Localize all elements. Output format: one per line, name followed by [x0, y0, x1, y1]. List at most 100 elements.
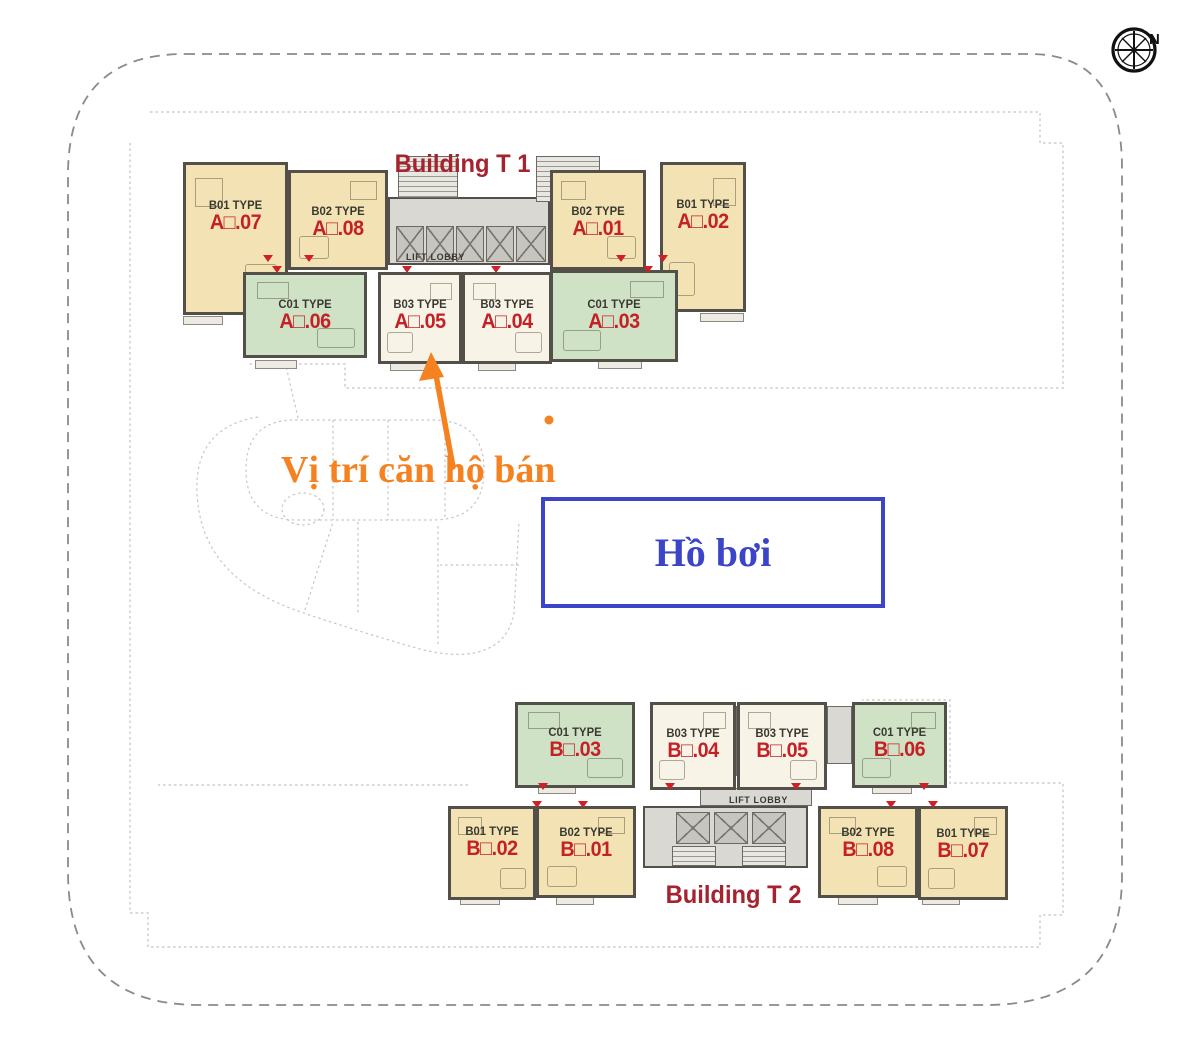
- pool-area-box: Hồ bơi: [541, 497, 885, 608]
- compass-north-label: N: [1149, 31, 1160, 48]
- entrance-marker-icon: [791, 783, 801, 790]
- unit-type-label: B03 TYPE: [480, 297, 534, 312]
- balcony-strip: [255, 360, 297, 369]
- furniture-outline: [973, 816, 998, 835]
- furniture-outline: [317, 328, 355, 348]
- furniture-outline: [586, 758, 623, 778]
- entrance-marker-icon: [304, 255, 314, 262]
- furniture-outline: [829, 816, 856, 835]
- furniture-outline: [194, 178, 223, 207]
- entrance-marker-icon: [491, 266, 501, 273]
- furniture-outline: [747, 712, 772, 730]
- furniture-outline: [350, 181, 377, 201]
- entrance-marker-icon: [643, 266, 653, 273]
- furniture-outline: [630, 280, 665, 299]
- unit-code-label: B□.08: [842, 838, 894, 862]
- unit-type-label: B03 TYPE: [393, 297, 447, 312]
- entrance-marker-icon: [402, 266, 412, 273]
- furniture-outline: [561, 181, 587, 201]
- furniture-outline: [458, 816, 482, 835]
- furniture-outline: [546, 866, 577, 888]
- pool-label: Hồ bơi: [654, 530, 772, 575]
- unit-code-label: B□.02: [466, 837, 518, 861]
- entrance-marker-icon: [272, 266, 282, 273]
- furniture-outline: [256, 282, 290, 299]
- elevator-shaft-icon: [516, 226, 546, 262]
- furniture-outline: [862, 758, 891, 778]
- unit-code-label: A□.07: [209, 211, 262, 235]
- elevator-shaft-icon: [676, 812, 710, 844]
- unit-code-label: A□.05: [394, 310, 446, 334]
- entrance-marker-icon: [665, 783, 675, 790]
- balcony-strip: [556, 897, 594, 905]
- furniture-outline: [528, 712, 560, 729]
- entrance-marker-icon: [616, 255, 626, 262]
- unit-type-label: C01 TYPE: [587, 297, 641, 312]
- balcony-strip: [390, 363, 428, 371]
- furniture-outline: [790, 759, 818, 780]
- staircase-icon: [742, 846, 786, 866]
- entrance-marker-icon: [919, 783, 929, 790]
- elevator-shaft-icon: [486, 226, 514, 262]
- corridor-connector-2: [827, 706, 852, 764]
- unit-code-label: A□.03: [588, 310, 640, 334]
- sale-position-annotation: Vị trí căn hộ bán: [281, 449, 556, 491]
- unit-code-label: A□.02: [677, 210, 729, 234]
- furniture-outline: [598, 816, 625, 835]
- elevator-shaft-icon: [752, 812, 786, 844]
- furniture-outline: [703, 712, 726, 730]
- furniture-outline: [387, 332, 413, 354]
- building-t1-label: Building T 1: [394, 150, 531, 178]
- unit-type-label: B02 TYPE: [311, 203, 365, 218]
- furniture-outline: [659, 759, 686, 780]
- furniture-outline: [877, 866, 908, 888]
- furniture-outline: [515, 332, 543, 354]
- balcony-strip: [700, 313, 744, 322]
- entrance-marker-icon: [578, 801, 588, 808]
- furniture-outline: [499, 867, 527, 890]
- orange-dot: [544, 415, 554, 425]
- unit-code-label: B□.04: [667, 738, 719, 762]
- furniture-outline: [713, 177, 736, 206]
- unit-code-label: B□.05: [756, 738, 808, 762]
- balcony-strip: [838, 897, 878, 905]
- elevator-shaft-icon: [714, 812, 748, 844]
- compass-icon: N: [1111, 27, 1160, 73]
- unit-type-label: B02 TYPE: [571, 203, 625, 218]
- unit-type-label: C01 TYPE: [278, 297, 332, 311]
- entrance-marker-icon: [263, 255, 273, 262]
- unit-code-label: A□.04: [481, 310, 533, 334]
- furniture-outline: [472, 282, 497, 301]
- balcony-strip: [183, 316, 223, 325]
- entrance-marker-icon: [886, 801, 896, 808]
- entrance-marker-icon: [532, 801, 542, 808]
- entrance-marker-icon: [658, 255, 668, 262]
- entrance-marker-icon: [538, 783, 548, 790]
- balcony-strip: [478, 363, 516, 371]
- unit-code-label: B□.07: [937, 839, 989, 863]
- entrance-marker-icon: [928, 801, 938, 808]
